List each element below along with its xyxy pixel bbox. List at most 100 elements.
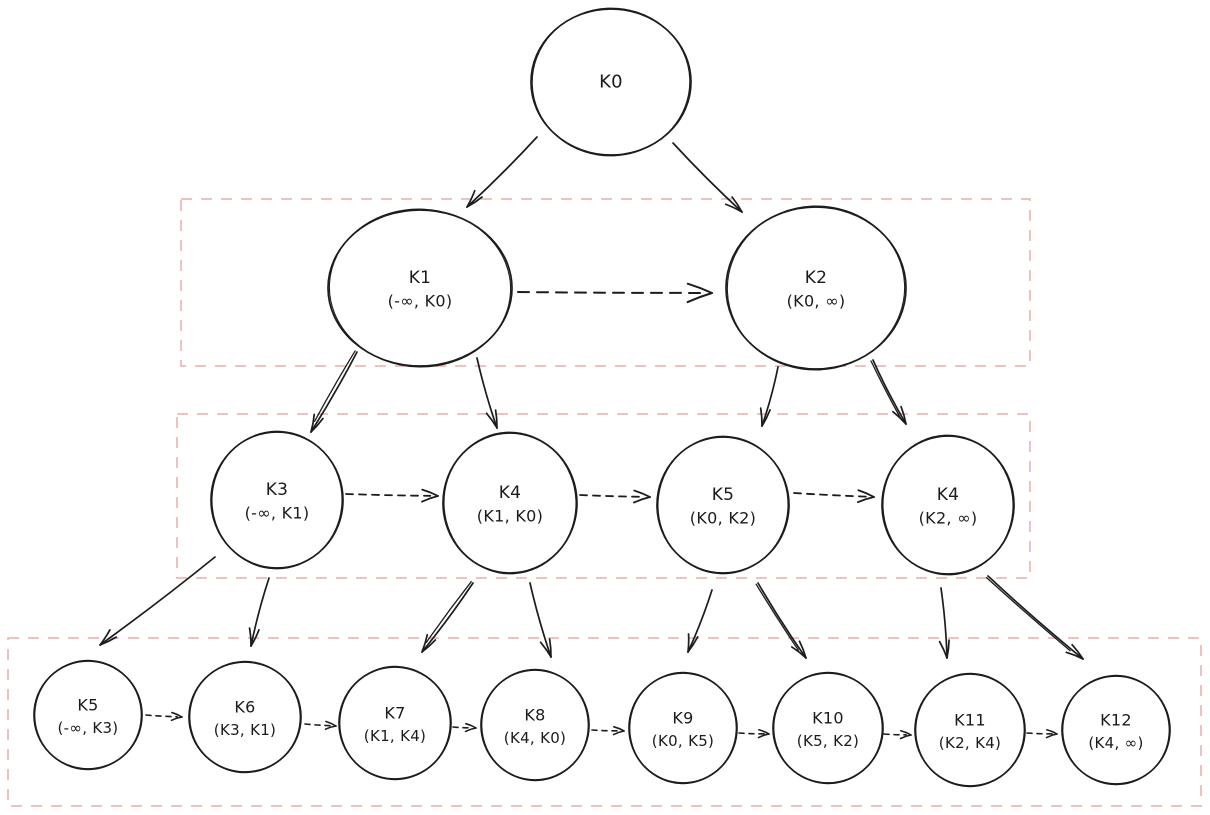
tree-node-k5: K5 (K0, K2): [656, 435, 790, 575]
tree-node-n8: K12 (K4, ∞): [1061, 674, 1171, 786]
node-circle-sketch-overlay: [211, 430, 343, 570]
node-range-label: (K2, K4): [939, 734, 1001, 752]
node-range-label: (-∞, K1): [245, 504, 310, 523]
tree-edge-k1-k3: [310, 350, 358, 433]
sibling-arrow-k1-k2: [517, 282, 713, 304]
node-range-label: (K1, K4): [364, 727, 426, 745]
tree-edge-k3-n2: [248, 577, 270, 647]
tree-edge-k0-k1: [466, 136, 538, 208]
node-key-label: K5: [712, 485, 735, 505]
tree-node-k1: K1 (-∞, K0): [327, 208, 513, 368]
sibling-arrow-n3-n4: [452, 722, 477, 733]
sibling-arrow-n4-n5: [591, 726, 625, 736]
node-circle-sketch-overlay: [915, 672, 1025, 788]
node-range-label: (K4, ∞): [1088, 734, 1143, 752]
tree-edge-k4-n4: [529, 582, 552, 658]
node-circle: [33, 660, 143, 770]
tree-node-n7: K11 (K2, K4): [914, 672, 1026, 788]
tree-node-n5: K9 (K0, K5): [628, 671, 738, 785]
node-circle: [628, 672, 738, 784]
node-circle: [772, 672, 884, 784]
node-circle: [656, 436, 790, 574]
node-circle-sketch-overlay: [443, 431, 577, 575]
tree-node-k4: K4 (K1, K0): [442, 431, 578, 575]
node-key-label: K5: [77, 696, 98, 715]
sibling-edges: [145, 282, 1058, 740]
level-2-box: [176, 413, 1031, 579]
tree-node-n2: K6 (K3, K1): [188, 660, 302, 774]
node-circle-sketch-overlay: [726, 205, 906, 371]
node-circle-sketch-overlay: [882, 434, 1014, 576]
node-key-label: K7: [384, 704, 405, 723]
node-circle: [914, 673, 1026, 787]
node-circle-sketch-overlay: [657, 435, 789, 575]
sibling-arrow-n2-n3: [304, 720, 337, 731]
tree-node-n6: K10(K5, K2): [772, 671, 884, 785]
node-range-label: (K5, K2): [797, 732, 859, 750]
node-range-label: (K1, K0): [477, 507, 543, 526]
node-key-label: K9: [672, 709, 693, 728]
node-circle: [188, 661, 302, 773]
node-key-label: K2: [805, 268, 828, 288]
node-circle: [338, 666, 452, 780]
tree-edge-k6-n7: [938, 587, 950, 659]
node-circle: [210, 431, 344, 569]
tree-edge-k3-n1: [99, 556, 216, 646]
node-range-label: (K0, K2): [690, 509, 756, 528]
tree-edges: [99, 136, 1084, 660]
node-range-label: (K0, K5): [652, 732, 714, 750]
node-circle: [530, 8, 692, 156]
sibling-arrow-k5-k6: [793, 489, 875, 504]
node-key-label: K1: [409, 268, 432, 288]
sibling-arrow-n7-n8: [1026, 728, 1058, 739]
node-circle-sketch-overlay: [339, 665, 451, 781]
sibling-arrow-n5-n6: [738, 728, 770, 739]
node-circle-sketch-overlay: [189, 660, 301, 774]
tree-node-n3: K7 (K1, K4): [338, 665, 452, 781]
node-key-label: K3: [266, 480, 289, 500]
node-circle: [327, 209, 513, 367]
node-circle-sketch-overlay: [34, 659, 142, 771]
tree-edge-k6-n8: [985, 575, 1084, 660]
node-key-label: K12: [1100, 711, 1132, 730]
node-range-label: (K3, K1): [214, 721, 276, 739]
node-circle-sketch-overlay: [481, 668, 589, 782]
node-range-label: (K0, ∞): [787, 292, 846, 311]
sibling-arrow-n6-n7: [883, 729, 912, 740]
level-boxes: [7, 198, 1202, 807]
node-key-label: K4: [937, 485, 960, 505]
node-range-label: (K2, ∞): [919, 509, 978, 528]
node-circle: [725, 206, 907, 370]
node-circle: [881, 435, 1015, 575]
node-circle: [1061, 675, 1171, 785]
tree-edge-k5-n6: [755, 582, 807, 659]
sibling-arrow-k3-k4: [345, 488, 439, 503]
node-range-label: (-∞, K3): [58, 719, 119, 737]
sibling-arrow-n1-n2: [145, 711, 183, 722]
node-range-label: (-∞, K0): [388, 292, 453, 311]
tree-edge-k1-k4: [476, 357, 498, 429]
node-key-label: K4: [499, 483, 522, 503]
node-key-label: K11: [954, 711, 986, 730]
node-circle-sketch-overlay: [531, 7, 691, 157]
level-1-box: [180, 198, 1031, 367]
node-circle: [480, 669, 590, 781]
node-key-label: K6: [234, 698, 255, 717]
node-circle: [442, 432, 578, 574]
tree-edge-k4-n3: [421, 581, 474, 653]
node-circle-sketch-overlay: [773, 671, 883, 785]
tree-edge-k5-n5: [687, 589, 713, 653]
node-circle-sketch-overlay: [629, 671, 737, 785]
sibling-arrow-k4-k5: [579, 489, 651, 504]
node-key-label: K0: [599, 72, 623, 93]
node-circle-sketch-overlay: [1062, 674, 1170, 786]
tree-node-k6: K4 (K2, ∞): [881, 434, 1015, 576]
tree-node-k3: K3 (-∞, K1): [210, 430, 344, 570]
tree-node-n4: K8(K4, K0): [480, 668, 590, 782]
node-circle-sketch-overlay: [328, 208, 512, 368]
tree-edge-k2-k5: [759, 366, 779, 427]
tree-node-k2: K2 (K0, ∞): [725, 205, 907, 371]
